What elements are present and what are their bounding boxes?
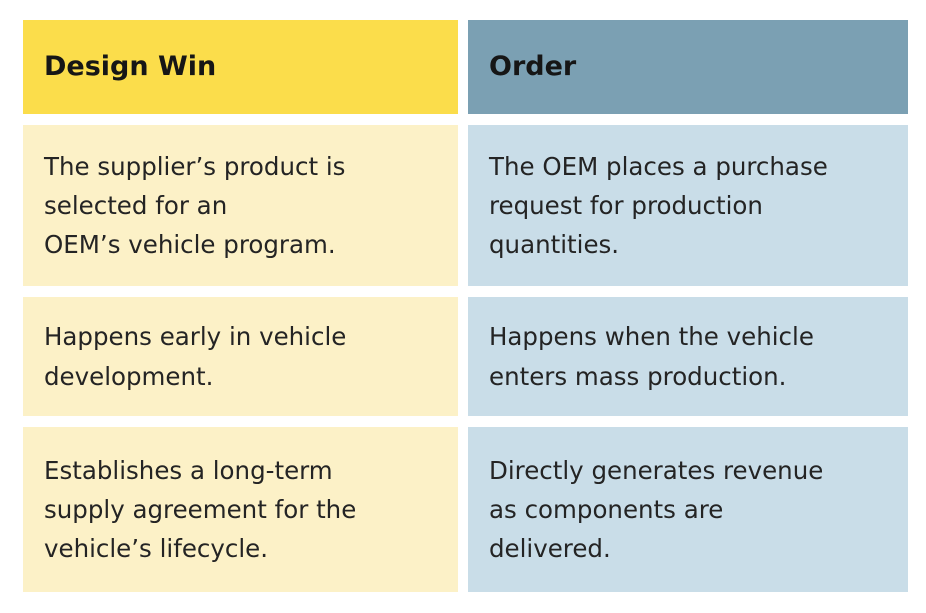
cell-design-win-row-2: Happens early in vehicle development. <box>23 297 458 416</box>
comparison-table: Design Win Order The supplier’s product … <box>23 20 908 592</box>
cell-order-row-1: The OEM places a purchase request for pr… <box>468 125 908 286</box>
cell-order-row-2: Happens when the vehicle enters mass pro… <box>468 297 908 416</box>
cell-order-row-3: Directly generates revenue as components… <box>468 427 908 592</box>
cell-design-win-row-1: The supplier’s product is selected for a… <box>23 125 458 286</box>
cell-design-win-row-3: Establishes a long-term supply agreement… <box>23 427 458 592</box>
column-header-order: Order <box>468 20 908 114</box>
column-header-design-win: Design Win <box>23 20 458 114</box>
